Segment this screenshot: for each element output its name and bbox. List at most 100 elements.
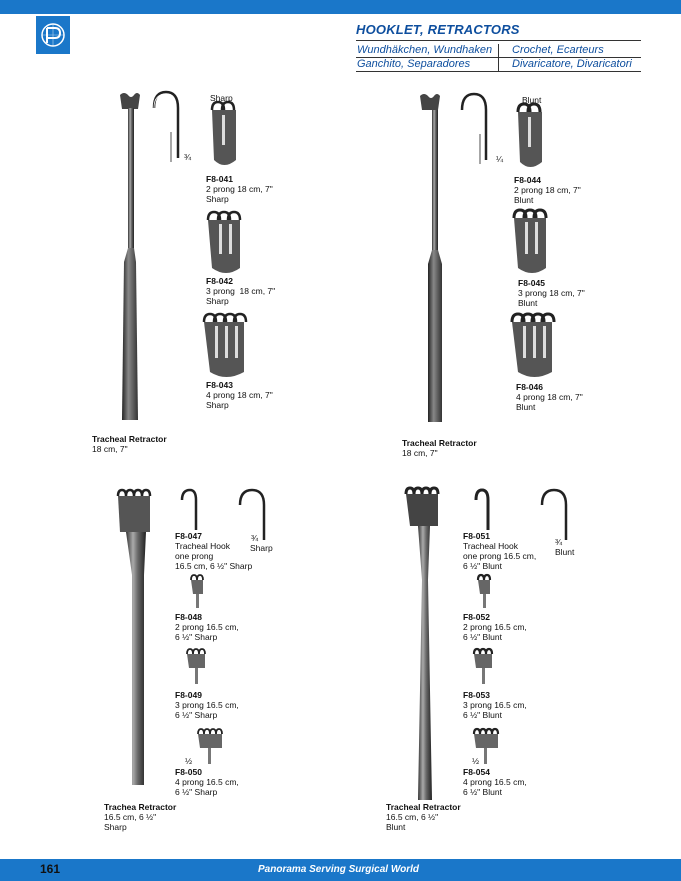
product-desc: one prong [175, 551, 214, 561]
product-desc: 4 prong 16.5 cm, [175, 777, 239, 787]
product-tip: 6 ½" Blunt [463, 632, 502, 642]
caption-size: 18 cm, 7" [402, 448, 438, 458]
product-code: F8-053 [463, 690, 490, 700]
hook-profile-image [460, 92, 488, 164]
product-desc: 4 prong 18 cm, 7" [206, 390, 273, 400]
curve-fraction: ¾ [251, 533, 259, 543]
logo-icon [41, 23, 65, 47]
caption-size: 16.5 cm, 6 ½" [104, 812, 157, 822]
product-desc: 3 prong 16.5 cm, [463, 700, 527, 710]
caption-size: 16.5 cm, 6 ½" [386, 812, 439, 822]
product-code: F8-049 [175, 690, 202, 700]
tip-4-prong-small-image [197, 728, 223, 764]
product-desc: 2 prong 16.5 cm, [175, 622, 239, 632]
product-tip: 6 ½" Sharp [175, 710, 218, 720]
top-bar [0, 0, 681, 14]
product-desc: 2 prong 16.5 cm, [463, 622, 527, 632]
product-code: F8-051 [463, 531, 490, 541]
tip-3-prong-sharp-image [206, 210, 242, 273]
header-divider [356, 40, 641, 41]
page-title: HOOKLET, RETRACTORS [356, 22, 520, 37]
product-tip: 6 ½" Blunt [463, 710, 502, 720]
product-desc: 3 prong 16.5 cm, [175, 700, 239, 710]
product-tip: 6 ½" Blunt [463, 787, 502, 797]
product-tip: 6 ½" Sharp [175, 787, 218, 797]
product-code: F8-043 [206, 380, 233, 390]
product-code: F8-052 [463, 612, 490, 622]
subtitle-french: Crochet, Ecarteurs [512, 44, 604, 56]
tip-4-prong-sharp-image [202, 312, 248, 377]
product-desc: 2 prong 18 cm, 7" [514, 185, 581, 195]
tracheal-retractor-image [120, 93, 140, 420]
product-tip: Blunt [518, 298, 538, 308]
product-code: F8-041 [206, 174, 233, 184]
caption-title: Tracheal Retractor [402, 438, 477, 448]
product-tip: Sharp [206, 296, 229, 306]
tip-type-label: Sharp [250, 543, 273, 553]
tracheal-retractor-image [404, 486, 440, 800]
tracheal-retractor-image [420, 94, 442, 422]
curve-fraction: ¼ [496, 154, 504, 164]
tip-2-prong-blunt-image [516, 102, 542, 167]
product-code: F8-045 [518, 278, 545, 288]
tip-3-prong-blunt-image [512, 208, 548, 273]
product-tip: Blunt [516, 402, 536, 412]
footer-tagline: Panorama Serving Surgical World [258, 864, 419, 875]
product-tip: 16.5 cm, 6 ½" Sharp [175, 561, 253, 571]
product-desc: 4 prong 18 cm, 7" [516, 392, 583, 402]
header-vertical-divider [498, 44, 499, 72]
tip-3-prong-small-image [186, 648, 206, 684]
product-desc: Tracheal Hook [463, 541, 518, 551]
caption-tip: Sharp [104, 822, 127, 832]
product-code: F8-054 [463, 767, 490, 777]
hook-profile-image [474, 488, 568, 540]
product-code: F8-046 [516, 382, 543, 392]
scale-half: ½ [472, 756, 480, 766]
tip-type-label: Blunt [555, 547, 575, 557]
tip-3-prong-small-blunt-image [472, 647, 494, 684]
tip-4-prong-blunt-image [510, 312, 556, 377]
product-desc: 3 prong 18 cm, 7" [518, 288, 585, 298]
hook-profile-image [152, 90, 180, 162]
tip-2-prong-sharp-image [210, 100, 236, 165]
product-tip: Sharp [206, 194, 229, 204]
product-desc: 2 prong 18 cm, 7" [206, 184, 273, 194]
product-code: F8-047 [175, 531, 202, 541]
page-number: 161 [40, 862, 61, 876]
product-desc: one prong 16.5 cm, [463, 551, 537, 561]
curve-fraction: ¾ [555, 537, 563, 547]
product-tip: Sharp [206, 400, 229, 410]
tip-type-label: Sharp [210, 93, 233, 103]
product-code: F8-050 [175, 767, 202, 777]
subtitle-spanish: Ganchito, Separadores [357, 58, 471, 70]
product-desc: 4 prong 16.5 cm, [463, 777, 527, 787]
trachea-retractor-image [116, 488, 152, 785]
product-code: F8-042 [206, 276, 233, 286]
tip-2-prong-small-blunt-image [476, 573, 492, 608]
product-desc: Tracheal Hook [175, 541, 230, 551]
product-code: F8-044 [514, 175, 541, 185]
caption-title: Trachea Retractor [104, 802, 177, 812]
tip-type-label: Blunt [522, 95, 542, 105]
logo [36, 16, 70, 54]
tip-4-prong-small-blunt-image [472, 727, 500, 764]
footer-bar [0, 859, 681, 881]
